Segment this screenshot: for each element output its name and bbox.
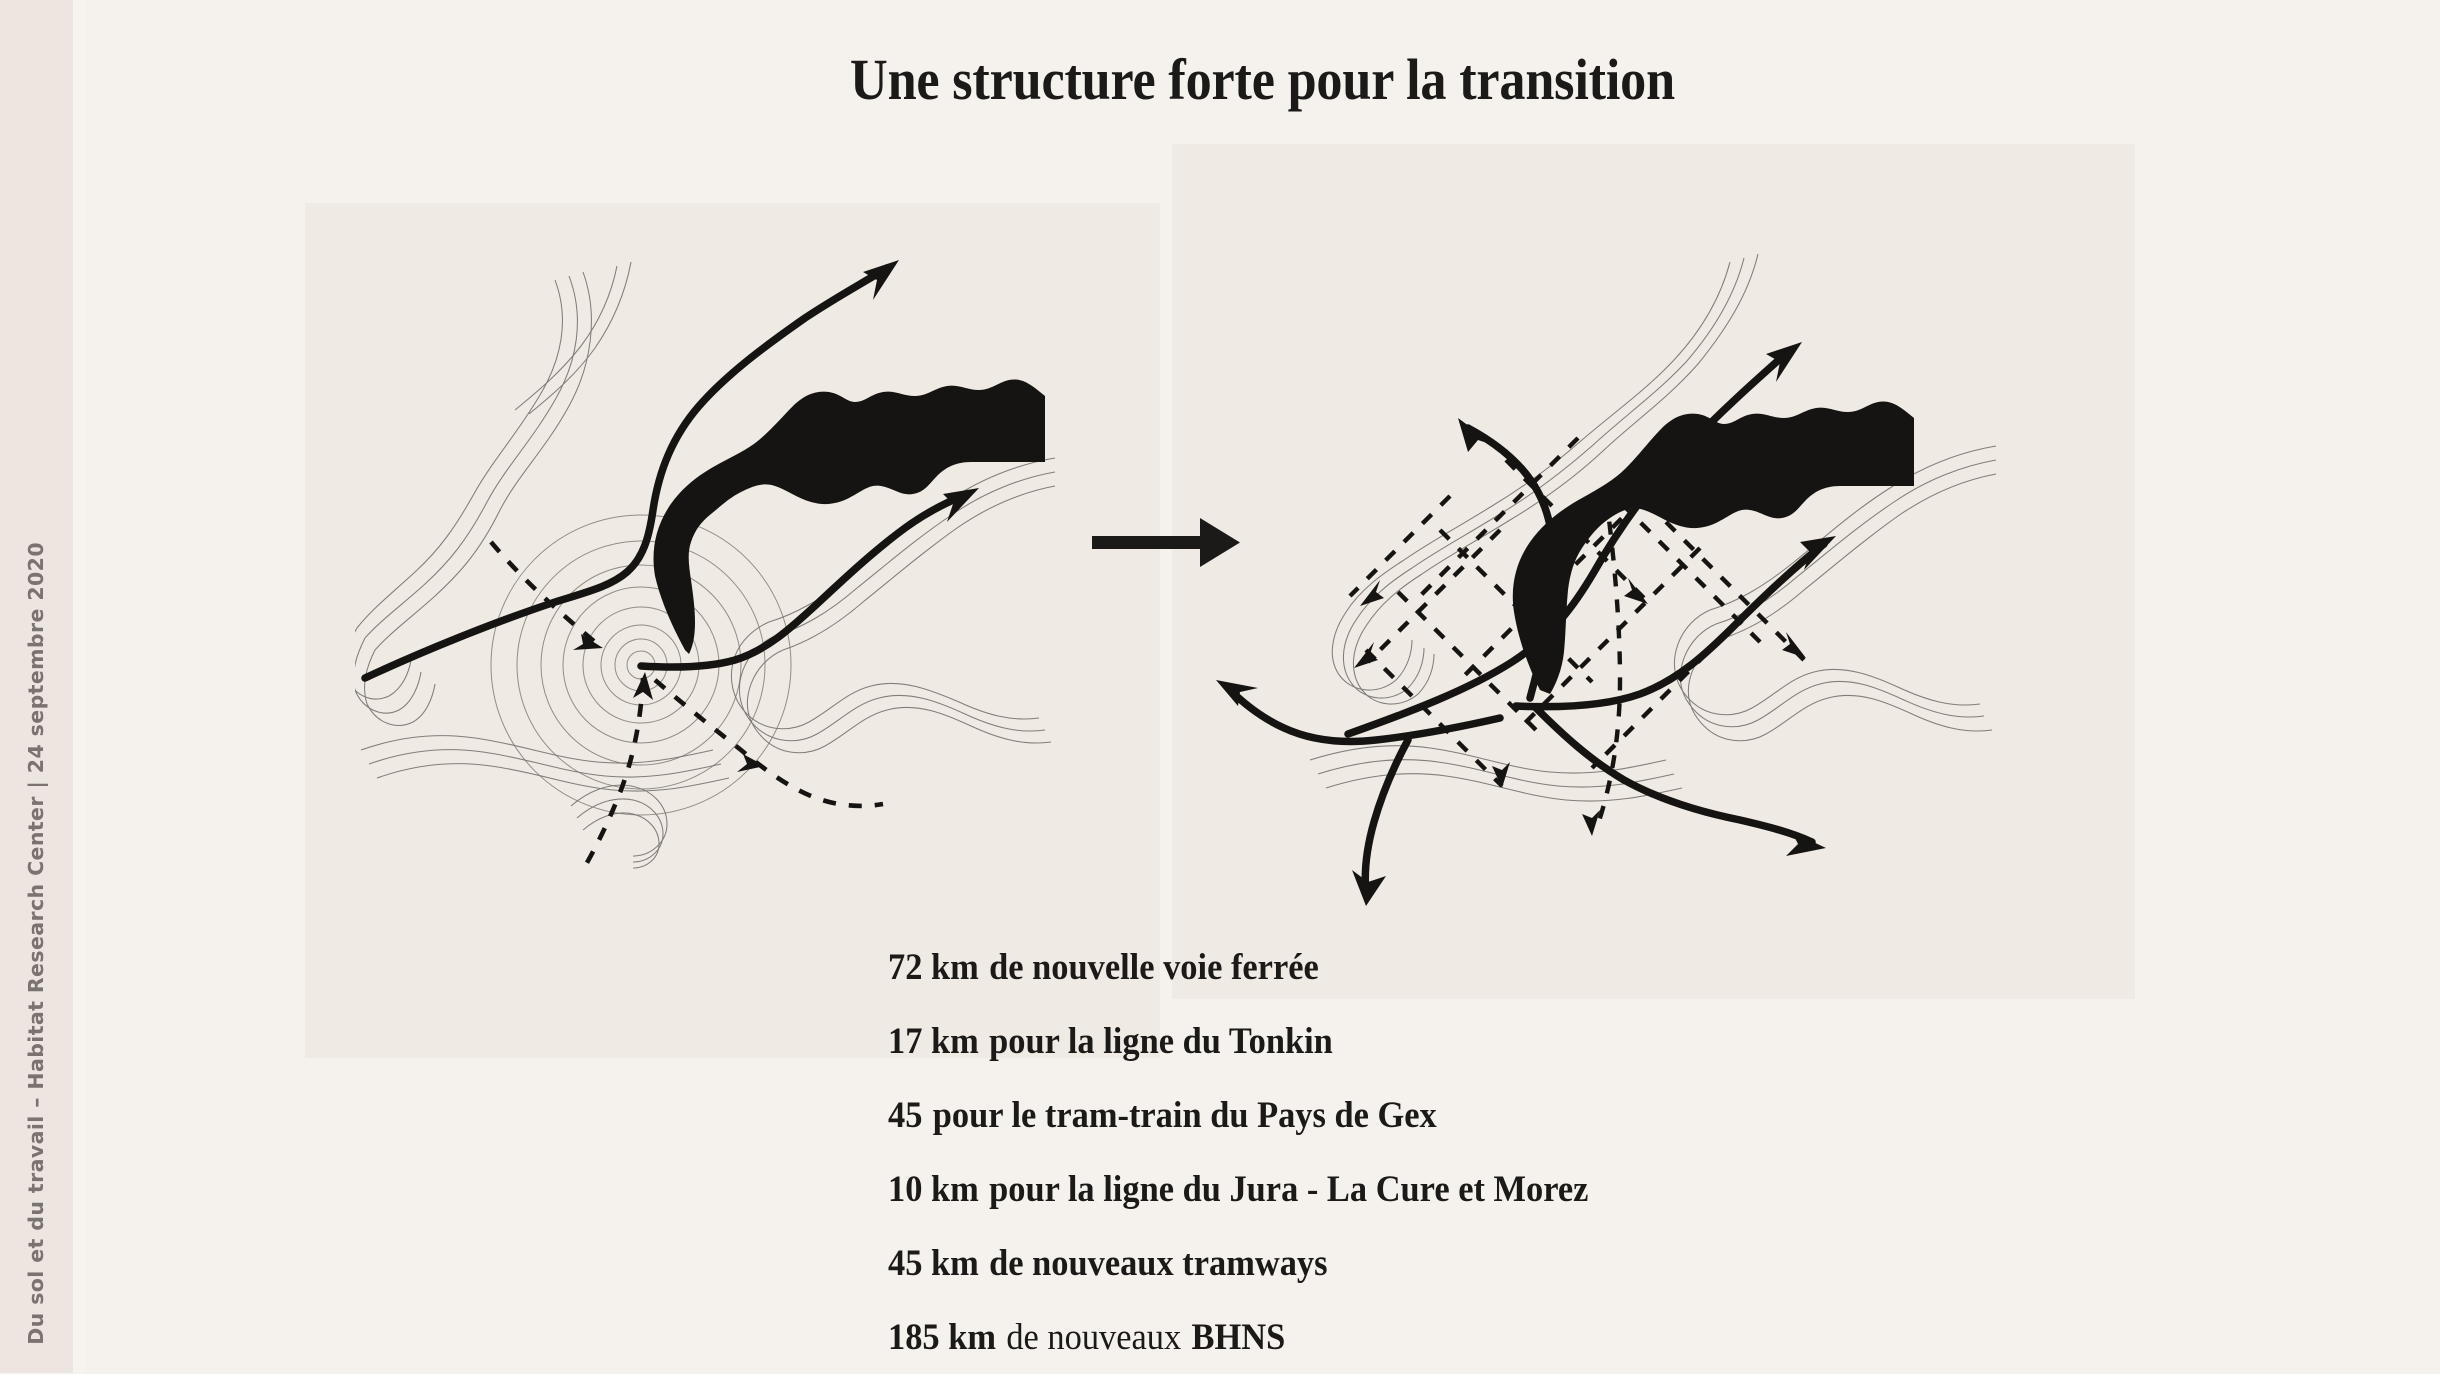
metric-value: 185 km xyxy=(888,1316,997,1358)
page-title: Une structure forte pour la transition xyxy=(850,47,1675,112)
sidebar-caption-text: Du sol et du travail – Habitat Research … xyxy=(24,542,49,1345)
metric-value: 45 xyxy=(888,1094,923,1136)
metric-label: de nouveaux tramways xyxy=(989,1242,1328,1284)
before-network-map xyxy=(355,260,1055,872)
dashed-arrowheads-right xyxy=(1354,578,1806,836)
dashed-links-left xyxy=(489,540,884,872)
metric-value: 45 km xyxy=(888,1242,979,1284)
contour-lines-left xyxy=(355,261,1055,869)
metric-value: 72 km xyxy=(888,946,979,988)
dashed-arrowheads-left xyxy=(573,634,765,772)
arrow-right-icon xyxy=(1092,518,1240,567)
metric-label: pour le tram-train du Pays de Gex xyxy=(932,1094,1437,1136)
sidebar-band xyxy=(0,0,73,1373)
sidebar-gap xyxy=(73,0,85,1373)
primary-corridors-right xyxy=(1224,346,1828,898)
corridor-arrowheads-right xyxy=(1216,342,1836,906)
sidebar-caption: Du sol et du travail – Habitat Research … xyxy=(0,345,73,1345)
metric-value: 10 km xyxy=(888,1168,979,1210)
metric-label: de nouvelle voie ferrée xyxy=(989,946,1319,988)
metric-value: 17 km xyxy=(888,1020,979,1062)
lake-silhouette-left xyxy=(653,379,1045,654)
contour-lines-right xyxy=(1309,253,1997,802)
after-network-map xyxy=(1216,253,1997,906)
panel-after xyxy=(1172,144,2135,999)
metric-label: pour la ligne du Jura - La Cure et Morez xyxy=(989,1168,1589,1210)
metric-label: de nouveaux xyxy=(1006,1316,1182,1358)
corridor-arrowheads-left xyxy=(863,260,979,522)
primary-corridors-left xyxy=(361,264,971,682)
metric-tail: BHNS xyxy=(1191,1316,1286,1358)
metric-label: pour la ligne du Tonkin xyxy=(989,1020,1333,1062)
lake-silhouette-right xyxy=(1512,401,1914,694)
panel-before xyxy=(305,203,1160,1058)
